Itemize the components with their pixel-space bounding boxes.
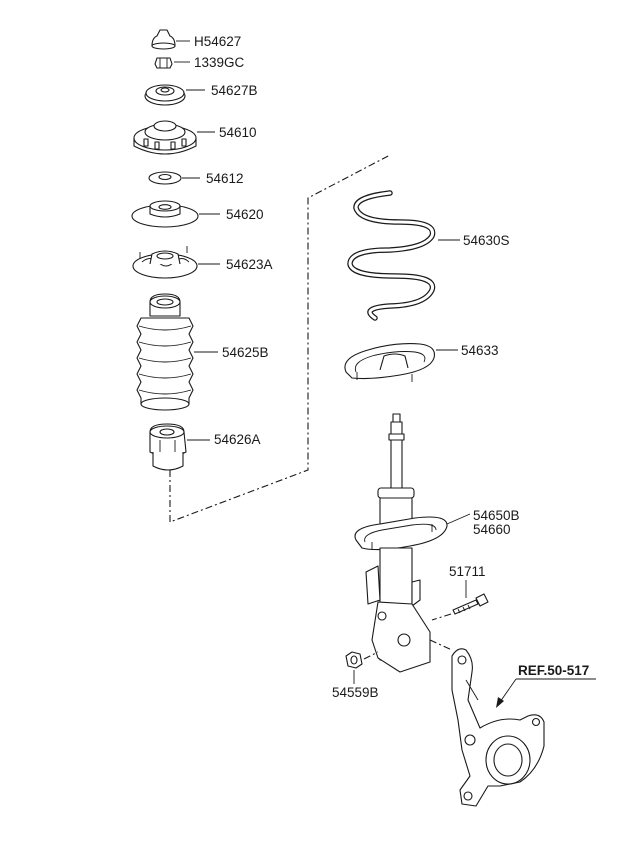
label-54627b: 54627B [211,83,258,98]
part-54627b[interactable] [144,84,205,106]
label-54660: 54660 [473,522,511,537]
label-54626a: 54626A [214,432,261,447]
part-knuckle[interactable] [429,639,545,807]
part-54559b[interactable] [345,651,379,684]
label-54630s: 54630S [463,233,510,248]
part-54650b-strut[interactable] [354,413,471,673]
part-54626a[interactable] [149,423,210,471]
part-54612[interactable] [148,171,200,185]
label-54633: 54633 [461,343,499,358]
label-54625b: 54625B [222,345,269,360]
label-ref-50-517: REF.50-517 [518,663,589,678]
part-54623a[interactable] [132,246,220,279]
label-54610: 54610 [219,125,257,140]
label-51711: 51711 [449,564,486,579]
part-54610[interactable] [133,120,215,155]
part-54630s[interactable] [347,190,460,321]
part-54625b[interactable] [136,293,218,411]
label-54620: 54620 [226,207,264,222]
part-1339gc[interactable] [154,57,190,69]
label-54650b: 54650B [473,508,520,523]
part-h54627[interactable] [151,29,190,50]
part-51711[interactable] [431,580,489,621]
part-54633[interactable] [344,343,458,382]
part-54620[interactable] [131,200,220,228]
ref-arrow [496,678,596,708]
label-54612: 54612 [206,171,244,186]
label-h54627: H54627 [194,34,241,49]
alignment-dash-line [169,154,391,523]
label-54559b: 54559B [332,685,379,700]
label-54623a: 54623A [226,257,273,272]
label-1339gc: 1339GC [194,55,245,70]
